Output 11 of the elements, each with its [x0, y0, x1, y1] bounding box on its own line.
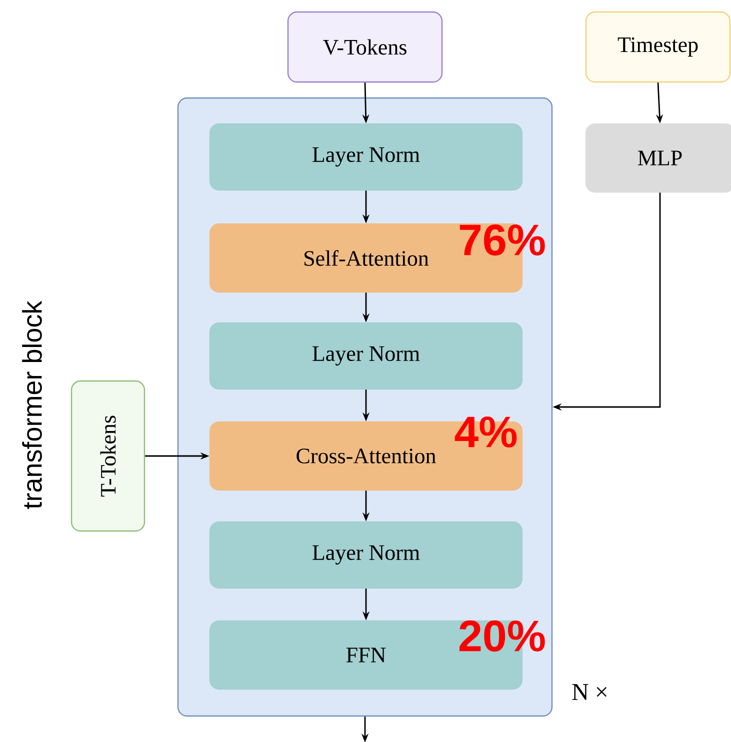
token-box: V-Tokens — [287, 11, 443, 83]
side-label: transformer block — [22, 300, 42, 509]
mlp-box: MLP — [585, 123, 731, 193]
input-box: Timestep — [585, 11, 731, 83]
repeat-label: N × — [572, 684, 607, 700]
layer-box: Layer Norm — [209, 322, 523, 390]
percent-label: 4% — [454, 416, 517, 448]
layer-box: Layer Norm — [209, 521, 523, 589]
percent-label: 20% — [459, 620, 545, 652]
token-box: T-Tokens — [70, 380, 146, 532]
layer-box: Layer Norm — [209, 123, 523, 191]
